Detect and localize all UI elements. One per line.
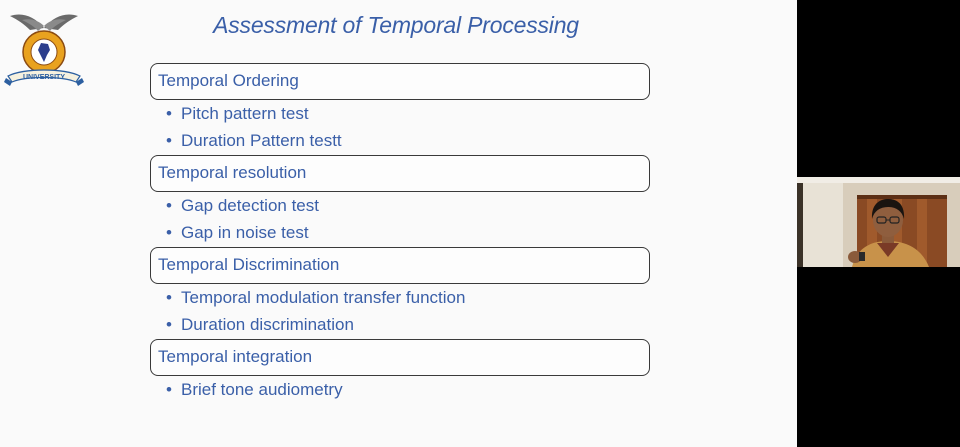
- bullet-icon: •: [166, 380, 172, 399]
- list-item: • Gap in noise test: [166, 223, 309, 243]
- list-item: • Brief tone audiometry: [166, 380, 343, 400]
- list-item-text: Gap detection test: [181, 196, 319, 215]
- list-item: • Pitch pattern test: [166, 104, 309, 124]
- section-box-temporal-integration: Temporal integration: [150, 339, 650, 376]
- bullet-icon: •: [166, 196, 172, 215]
- list-item-text: Duration discrimination: [181, 315, 354, 334]
- list-item-text: Gap in noise test: [181, 223, 309, 242]
- section-box-temporal-resolution: Temporal resolution: [150, 155, 650, 192]
- presentation-slide: UNIVERSITY Assessment of Temporal Proces…: [0, 0, 797, 447]
- list-item-text: Brief tone audiometry: [181, 380, 343, 399]
- list-item: • Temporal modulation transfer function: [166, 288, 465, 308]
- list-item: • Gap detection test: [166, 196, 319, 216]
- section-box-temporal-ordering: Temporal Ordering: [150, 63, 650, 100]
- section-heading: Temporal Discrimination: [158, 255, 340, 274]
- presenter-video-icon[interactable]: [797, 177, 960, 267]
- list-item-text: Duration Pattern testt: [181, 131, 342, 150]
- bullet-icon: •: [166, 288, 172, 307]
- section-heading: Temporal integration: [158, 347, 313, 366]
- list-item: • Duration discrimination: [166, 315, 354, 335]
- logo-banner-text: UNIVERSITY: [23, 74, 65, 81]
- section-heading: Temporal resolution: [158, 163, 307, 182]
- list-item-text: Temporal modulation transfer function: [181, 288, 466, 307]
- bullet-icon: •: [166, 223, 172, 242]
- list-item-text: Pitch pattern test: [181, 104, 309, 123]
- university-crest-icon: UNIVERSITY: [4, 6, 84, 88]
- bullet-icon: •: [166, 104, 172, 123]
- section-heading: Temporal Ordering: [158, 71, 299, 90]
- slide-title: Assessment of Temporal Processing: [213, 12, 579, 38]
- list-item: • Duration Pattern testt: [166, 131, 342, 151]
- section-box-temporal-discrimination: Temporal Discrimination: [150, 247, 650, 284]
- bullet-icon: •: [166, 315, 172, 334]
- bullet-icon: •: [166, 131, 172, 150]
